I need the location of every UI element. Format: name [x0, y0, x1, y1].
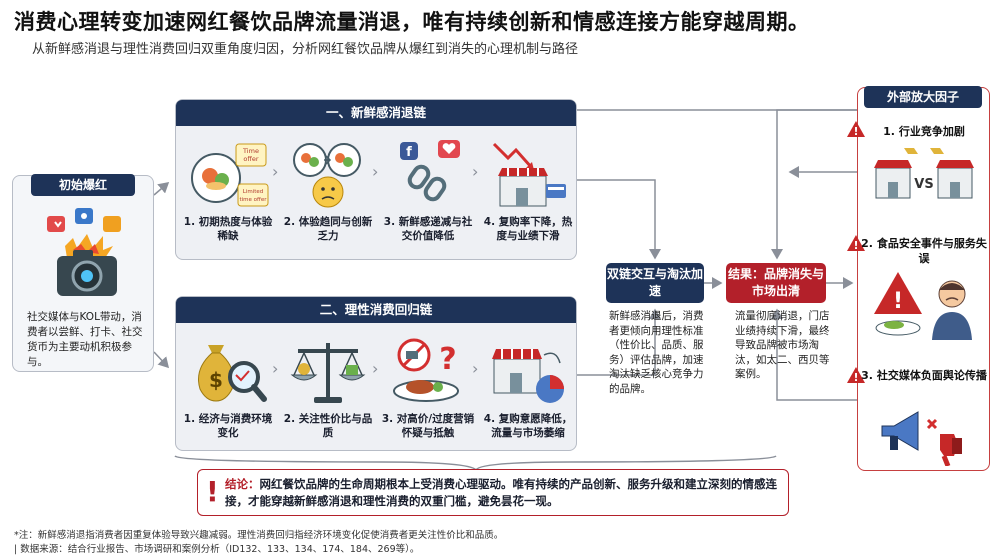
money-bag-magnifier-icon: $ — [186, 335, 270, 409]
chevron-right-icon: › — [372, 359, 379, 378]
store-pie-shrink-icon — [486, 335, 570, 409]
rational-chain-header: 二、理性消费回归链 — [176, 297, 576, 323]
broken-chain-social-icon: f — [386, 138, 470, 212]
freshness-step-1: Time offer Limited time offer 1. 初期热度与体验… — [180, 138, 276, 243]
svg-text:!: ! — [853, 371, 858, 384]
camera-burst-icon — [37, 206, 137, 306]
balance-scale-icon — [286, 335, 370, 409]
time-offer-line-1: Time — [242, 147, 259, 155]
dual-chain-interaction-text: 新鲜感消退后，消费者更倾向用理性标准（性价比、品质、服务）评估品牌，加速淘汰缺乏… — [609, 310, 704, 395]
freshness-chain-header: 一、新鲜感消退链 — [176, 100, 576, 126]
rational-step-2-label: 2. 关注性价比与品质 — [283, 413, 373, 439]
freshness-step-2: 2. 体验趋同与创新乏力 — [280, 138, 376, 243]
svg-text:!: ! — [893, 289, 903, 314]
page-subtitle: 从新鲜感消退与理性消费回归双重角度归因，分析网红餐饮品牌从爆红到消失的心理机制与… — [32, 42, 579, 57]
food-safety-upset-person-icon: ! — [872, 270, 980, 340]
brand-exit-result-box: 结果：品牌消失与市场出清 — [726, 263, 826, 303]
warning-icon: ! — [847, 367, 865, 384]
rational-step-2: 2. 关注性价比与品质 — [280, 335, 376, 440]
freshness-step-3-label: 3. 新鲜感递减与社交价值降低 — [383, 216, 473, 242]
page-title: 消费心理转变加速网红餐饮品牌流量消退，唯有持续创新和情感连接方能穿越周期。 — [14, 10, 810, 34]
dual-chain-interaction-box: 双链交互与淘汰加速 — [606, 263, 704, 303]
conclusion-text: 结论：网红餐饮品牌的生命周期根本上受消费心理驱动。唯有持续的产品创新、服务升级和… — [225, 476, 785, 510]
rational-step-3-label: 3. 对高价/过度营销怀疑与抵触 — [381, 413, 475, 439]
no-marketing-food-question-icon: ? — [386, 335, 470, 409]
vs-label: VS — [914, 177, 933, 192]
brand-exit-result-text: 流量彻底消退，门店业绩持续下滑，最终导致品牌被市场淘汰，如太二、西贝等案例。 — [735, 310, 830, 380]
initial-viral-box: 初始爆红 社交媒体与KOL带动，消费者以尝鲜、打卡、社交货币为主要动机积极参与。 — [12, 174, 154, 372]
rational-consumption-chain: 二、理性消费回归链 $ 1. 经济与消费环境变化 — [175, 296, 577, 451]
freshness-step-4-label: 4. 复购率下降，热度与业绩下滑 — [483, 216, 573, 242]
exclamation-icon: ! — [206, 475, 219, 508]
footnote-source: | 数据来源：结合行业报告、市场调研和案例分析（ID132、133、134、17… — [14, 544, 420, 555]
dollar-glyph: $ — [209, 368, 223, 392]
store-declining-chart-icon — [486, 138, 570, 212]
chevron-right-icon: › — [272, 162, 279, 181]
limited-offer-food-icon: Time offer Limited time offer — [186, 138, 270, 212]
conclusion-key: 结论： — [225, 477, 260, 491]
facebook-glyph: f — [406, 145, 412, 160]
conclusion-box: ! 结论：网红餐饮品牌的生命周期根本上受消费心理驱动。唯有持续的产品创新、服务升… — [197, 469, 789, 516]
warning-icon: ! — [847, 235, 865, 252]
limited-offer-line-2: time offer — [240, 197, 268, 203]
rational-step-3: ? 3. 对高价/过度营销怀疑与抵触 — [380, 335, 476, 440]
chevron-right-icon: › — [372, 162, 379, 181]
question-mark-glyph: ? — [439, 342, 456, 377]
megaphone-thumbs-down-icon — [878, 404, 974, 467]
conclusion-body: 网红餐饮品牌的生命周期根本上受消费心理驱动。唯有持续的产品创新、服务升级和建立深… — [225, 477, 777, 508]
warning-icon: ! — [847, 121, 865, 138]
time-offer-line-2: offer — [243, 155, 258, 163]
limited-offer-line-1: Limited — [243, 189, 264, 195]
rational-step-1-label: 1. 经济与消费环境变化 — [183, 413, 273, 439]
svg-text:!: ! — [853, 125, 858, 138]
competing-stores-vs-icon: VS — [872, 146, 976, 204]
freshness-decline-chain: 一、新鲜感消退链 Time offer Limited time offer 1… — [175, 99, 577, 260]
external-amplifiers-panel: 外部放大因子 ! 1. 行业竞争加剧 VS ! 2. 食品安全事件与服务失误 ! — [847, 86, 990, 471]
rational-step-4-label: 4. 复购意愿降低，流量与市场萎缩 — [483, 413, 573, 439]
initial-viral-header: 初始爆红 — [31, 174, 135, 196]
external-factor-3-label: 3. 社交媒体负面舆论传播 — [861, 369, 987, 382]
chevron-right-icon: › — [472, 359, 479, 378]
similar-dishes-bored-face-icon — [286, 138, 370, 212]
freshness-step-2-label: 2. 体验趋同与创新乏力 — [283, 216, 373, 242]
external-factor-2-label: 2. 食品安全事件与服务失误 — [861, 237, 987, 265]
initial-viral-text: 社交媒体与KOL带动，消费者以尝鲜、打卡、社交货币为主要动机积极参与。 — [27, 311, 143, 368]
freshness-step-4: 4. 复购率下降，热度与业绩下滑 — [480, 138, 576, 243]
freshness-step-3: f 3. 新鲜感递减与社交价值降低 — [380, 138, 476, 243]
chevron-right-icon: › — [272, 359, 279, 378]
external-amplifiers-header: 外部放大因子 — [864, 86, 982, 108]
rational-step-4: 4. 复购意愿降低，流量与市场萎缩 — [480, 335, 576, 440]
freshness-step-1-label: 1. 初期热度与体验稀缺 — [183, 216, 273, 242]
chevron-right-icon: › — [472, 162, 479, 181]
external-factor-1-label: 1. 行业竞争加剧 — [883, 125, 965, 138]
svg-text:!: ! — [853, 239, 858, 252]
rational-step-1: $ 1. 经济与消费环境变化 — [180, 335, 276, 440]
footnote-note: *注：新鲜感消退指消费者因重复体验导致兴趣减弱。理性消费回归指经济环境变化促使消… — [14, 530, 504, 541]
